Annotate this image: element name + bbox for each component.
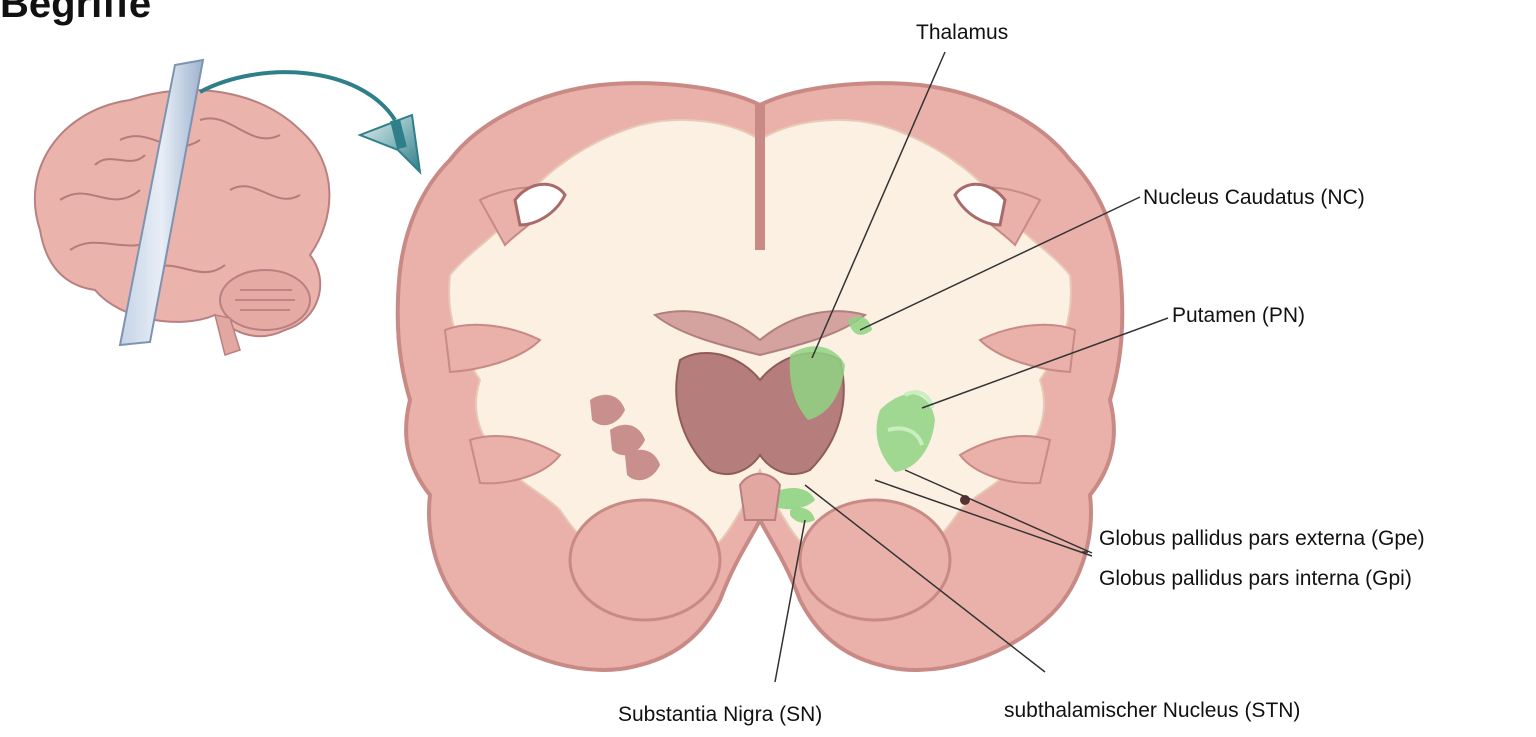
lateral-brain-illustration bbox=[33, 89, 331, 356]
coronal-section bbox=[395, 81, 1125, 672]
label-globus-pallidus-interna: Globus pallidus pars interna (Gpi) bbox=[1099, 567, 1412, 590]
label-thalamus: Thalamus bbox=[916, 21, 1009, 44]
curved-arrow-icon bbox=[199, 70, 422, 175]
label-globus-pallidus-externa: Globus pallidus pars externa (Gpe) bbox=[1099, 527, 1425, 550]
leader-lines bbox=[774, 51, 1169, 683]
label-nucleus-caudatus: Nucleus Caudatus (NC) bbox=[1143, 186, 1365, 209]
page-title-fragment: Begriffe bbox=[0, 0, 152, 26]
coronal-slice-plane bbox=[118, 58, 205, 347]
label-subthalamic-nucleus: subthalamischer Nucleus (STN) bbox=[1004, 699, 1301, 722]
label-putamen: Putamen (PN) bbox=[1172, 304, 1306, 327]
label-substantia-nigra: Substantia Nigra (SN) bbox=[618, 703, 823, 726]
left-basal-ganglia bbox=[590, 394, 660, 481]
